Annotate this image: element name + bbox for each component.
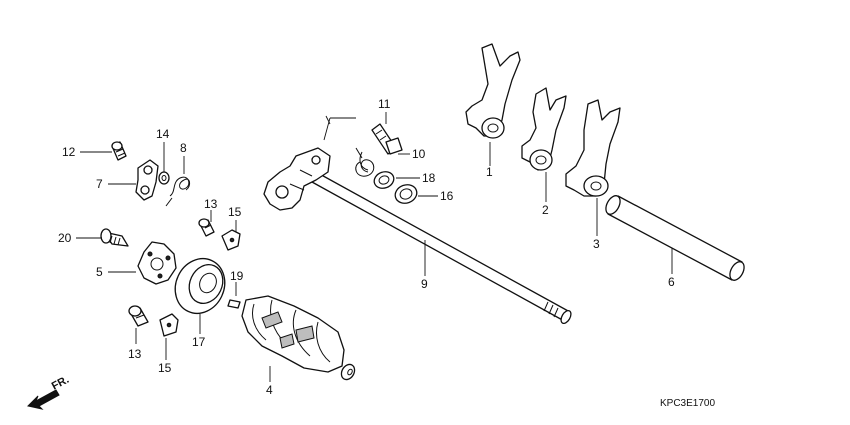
front-direction-label: FR. — [50, 374, 71, 393]
callout-15b: 15 — [158, 361, 172, 375]
callout-16: 16 — [440, 189, 454, 203]
bearing-17 — [174, 258, 226, 314]
stopper-arm-7 — [135, 159, 159, 201]
callout-9: 9 — [421, 277, 428, 291]
drum-center-5 — [137, 241, 177, 285]
front-direction-arrow-icon: FR. — [26, 374, 71, 410]
pin-19 — [227, 299, 241, 309]
washer-14 — [158, 171, 170, 185]
bolt-11 — [371, 123, 403, 155]
stopper-plate-15-lower — [159, 313, 179, 337]
callouts: 1 2 3 4 5 6 7 8 9 10 11 12 13 13 14 15 1… — [58, 97, 675, 397]
callout-7: 7 — [96, 177, 103, 191]
bolt-13-lower — [128, 305, 149, 327]
callout-8: 8 — [180, 141, 187, 155]
gearshift-spindle-9 — [263, 147, 572, 325]
bolt-20 — [100, 228, 129, 247]
callout-18: 18 — [422, 171, 436, 185]
callout-3: 3 — [593, 237, 600, 251]
shift-fork-2 — [521, 87, 567, 171]
callout-14: 14 — [156, 127, 170, 141]
bolt-13-upper — [198, 218, 215, 237]
shift-fork-3 — [565, 99, 621, 197]
callout-13a: 13 — [204, 197, 218, 211]
callout-13b: 13 — [128, 347, 142, 361]
callout-19: 19 — [230, 269, 244, 283]
callout-15a: 15 — [228, 205, 242, 219]
shift-fork-1 — [465, 43, 521, 139]
return-spring-10 — [355, 147, 375, 177]
callout-5: 5 — [96, 265, 103, 279]
callout-6: 6 — [668, 275, 675, 289]
shift-drum-4 — [241, 295, 356, 381]
leader-lines — [76, 112, 673, 382]
callout-20: 20 — [58, 231, 72, 245]
callout-1: 1 — [486, 165, 493, 179]
callout-12: 12 — [62, 145, 76, 159]
callout-2: 2 — [542, 203, 549, 217]
callout-17: 17 — [192, 335, 206, 349]
diagram-code: KPC3E1700 — [660, 398, 715, 409]
collar-18 — [373, 171, 395, 189]
bolt-12 — [111, 141, 127, 161]
spring-8 — [165, 176, 191, 207]
oil-seal-16 — [394, 184, 418, 204]
callout-11: 11 — [378, 97, 391, 111]
fork-shaft-6 — [605, 195, 745, 281]
callout-10: 10 — [412, 147, 426, 161]
callout-4: 4 — [266, 383, 273, 397]
stopper-plate-15-upper — [221, 229, 241, 251]
